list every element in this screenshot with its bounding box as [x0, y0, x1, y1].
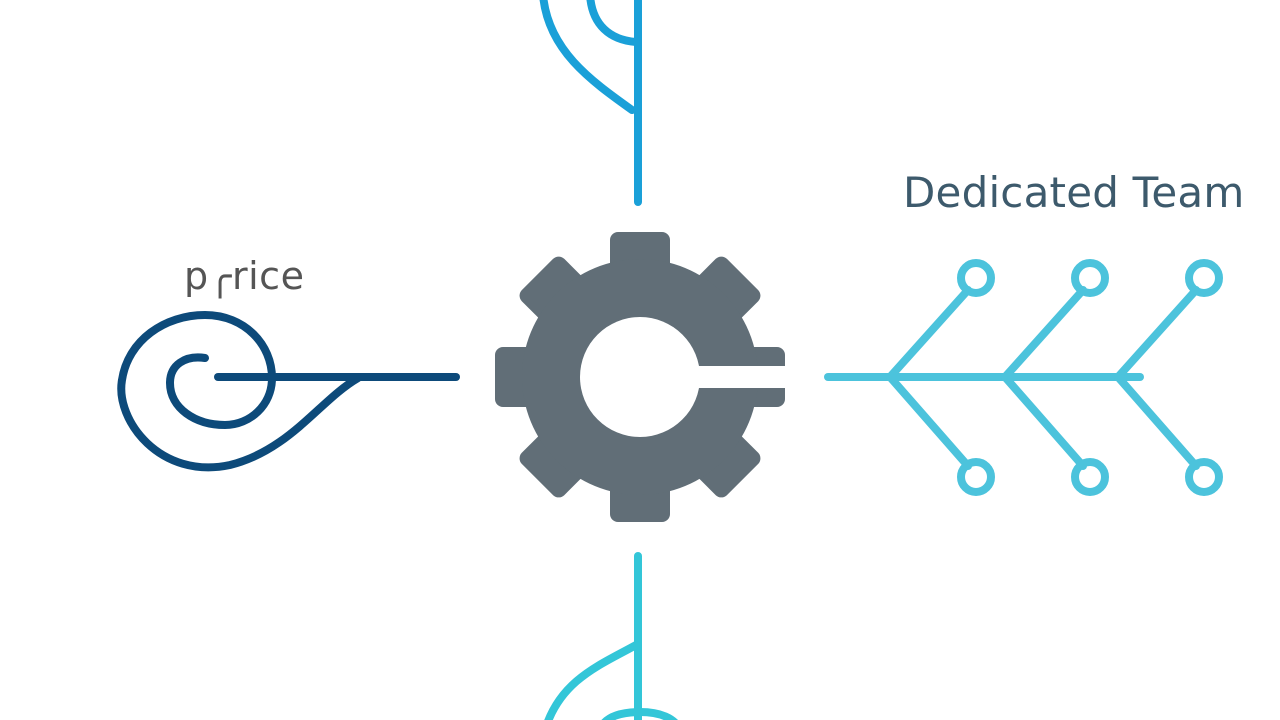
right-branch: [824, 259, 1223, 496]
right-branch-3-up: [1114, 286, 1200, 381]
right-branch-3-down: [1114, 373, 1200, 470]
price-label: p╭rice: [184, 254, 305, 298]
bottom-loop-curve-outer: [544, 641, 640, 720]
dedicated-team-label: Dedicated Team: [903, 168, 1245, 217]
network-node-3-top: [1185, 259, 1223, 297]
right-branch-1-down: [886, 373, 972, 470]
spiral-icon: [117, 311, 362, 472]
right-branch-2-down: [1001, 373, 1087, 470]
network-node-3-bottom: [1185, 458, 1223, 496]
top-branch: [539, 0, 642, 206]
bottom-branch: [544, 552, 678, 720]
network-node-2-bottom: [1071, 458, 1109, 496]
network-node-1-top: [957, 259, 995, 297]
top-loop-curve-outer: [539, 0, 636, 114]
network-node-2-top: [1071, 259, 1109, 297]
gear-icon: [495, 232, 790, 522]
right-branch-2-up: [1001, 286, 1087, 381]
left-branch: [117, 311, 460, 472]
right-branch-1-up: [886, 286, 972, 381]
top-loop-curve-inner: [586, 0, 640, 46]
network-node-1-bottom: [957, 458, 995, 496]
